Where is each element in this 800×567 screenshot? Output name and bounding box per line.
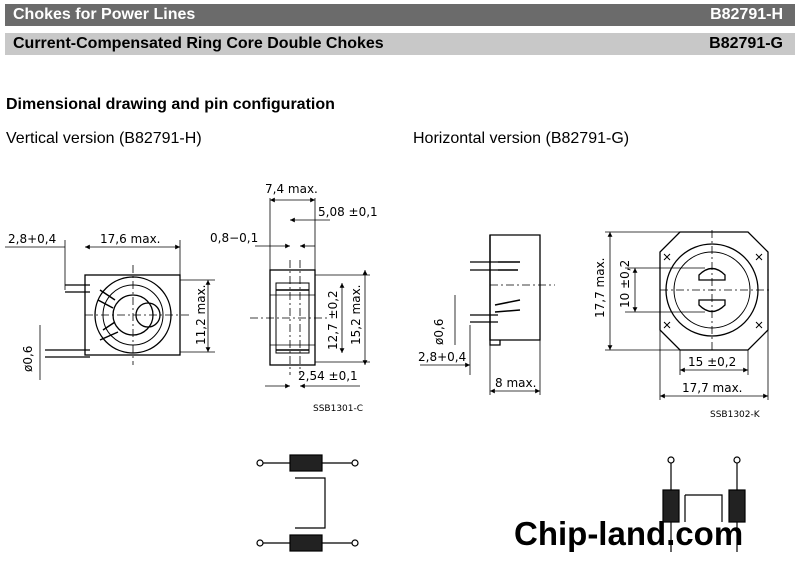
h-dim-height: 17,7 max. xyxy=(593,258,607,319)
h-drawing-code: SSB1302-K xyxy=(710,410,761,420)
header-row-1: Chokes for Power Lines B82791-H xyxy=(5,4,795,26)
v-dim-inner-height: 12,7 ±0,2 xyxy=(326,290,340,350)
schematic-vertical xyxy=(256,454,359,552)
caption-vertical: Vertical version (B82791-H) xyxy=(6,130,202,147)
vertical-side-view xyxy=(250,197,370,389)
h-dim-pin-spacing: 15 ±0,2 xyxy=(688,355,736,369)
v-drawing-code: SSB1301-C xyxy=(313,404,363,414)
h-dim-inner: 10 ±0,2 xyxy=(618,260,632,308)
horizontal-top-view xyxy=(605,230,770,400)
h-dim-pin-dia: ø0,6 xyxy=(432,319,446,345)
v-dim-depth: 7,4 max. xyxy=(265,182,318,196)
v-dim-pin-pitch: 2,54 ±0,1 xyxy=(298,369,358,383)
header-code-1: B82791-H xyxy=(710,6,783,23)
horizontal-side-view xyxy=(420,234,555,395)
v-dim-total-height: 15,2 max. xyxy=(349,285,363,346)
v-dim-pin-dia: ø0,6 xyxy=(21,346,35,372)
v-dim-pin-length: 2,8+0,4 xyxy=(8,232,56,246)
v-dim-width: 17,6 max. xyxy=(100,232,161,246)
header-code-2: B82791-G xyxy=(709,35,783,52)
h-dim-depth: 8 max. xyxy=(495,376,536,390)
v-dim-pin-spacing: 5,08 ±0,1 xyxy=(318,205,378,219)
header-title-1: Chokes for Power Lines xyxy=(13,6,196,23)
h-dim-pin-length: 2,8+0,4 xyxy=(418,350,466,364)
header-row-2: Current-Compensated Ring Core Double Cho… xyxy=(5,33,795,55)
watermark: Chip-land.com xyxy=(514,515,744,552)
v-dim-pin-width: 0,8−0,1 xyxy=(210,231,258,245)
schematic-horizontal xyxy=(662,456,746,552)
header-title-2: Current-Compensated Ring Core Double Cho… xyxy=(13,35,384,52)
vertical-front-view xyxy=(5,240,215,380)
h-dim-width: 17,7 max. xyxy=(682,381,743,395)
section-title: Dimensional drawing and pin configuratio… xyxy=(6,96,335,113)
caption-horizontal: Horizontal version (B82791-G) xyxy=(413,130,630,147)
v-dim-height: 11,2 max. xyxy=(194,285,208,346)
